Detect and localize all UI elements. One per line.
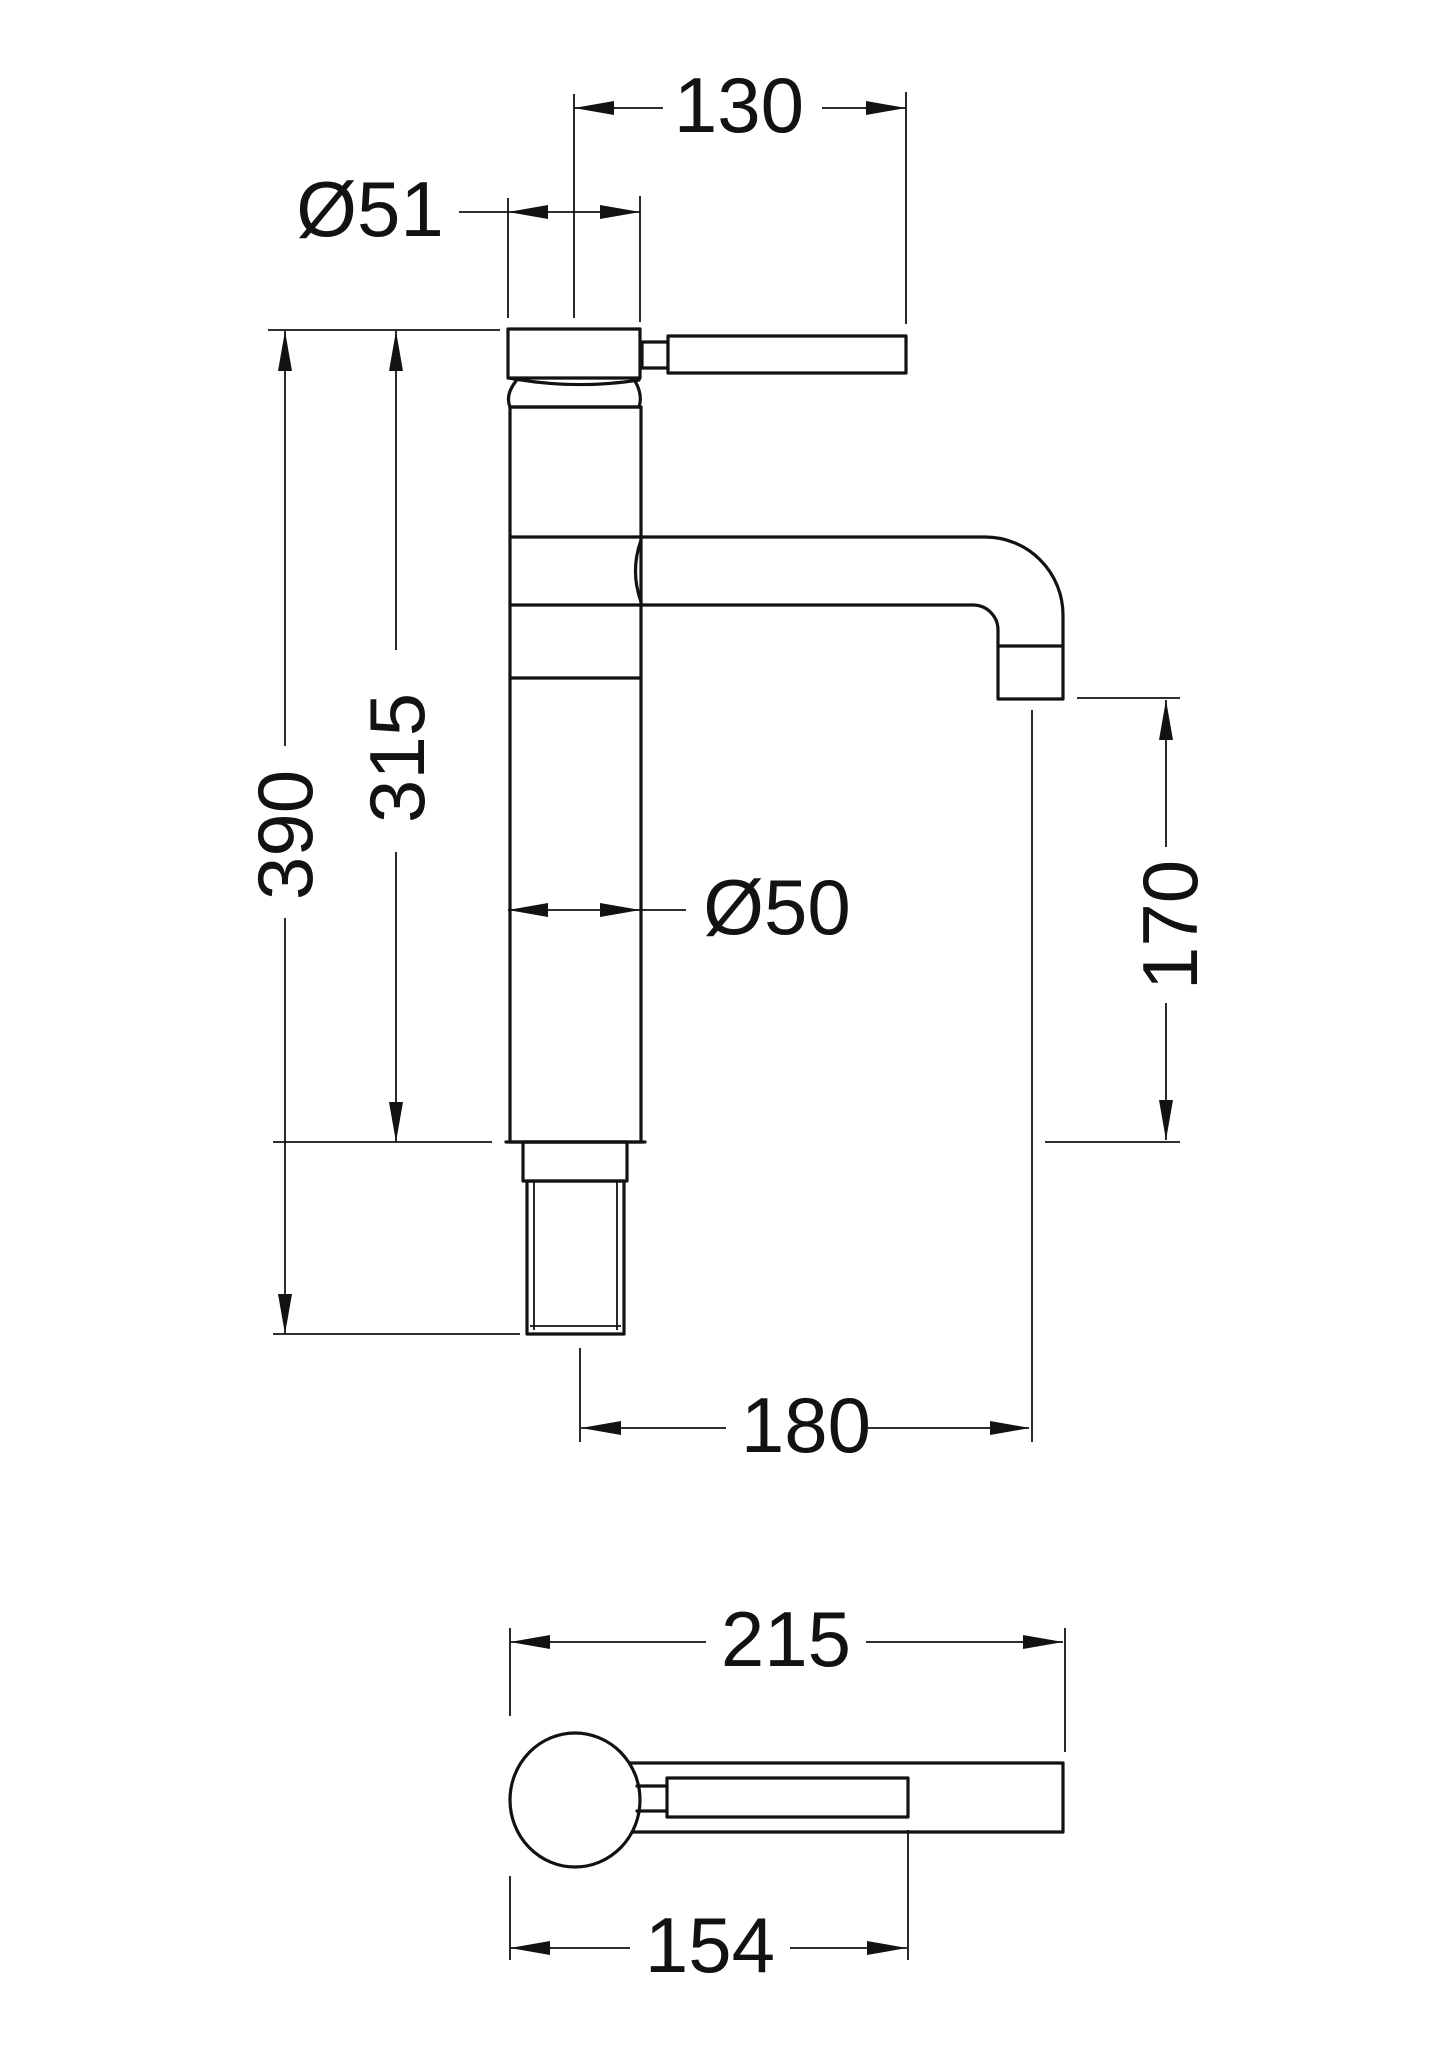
arrowhead-left-icon	[510, 1941, 550, 1955]
plan-view: 215 154	[508, 1595, 1066, 1989]
handle-lever	[666, 334, 908, 375]
arrowhead-right-icon	[866, 101, 906, 115]
dim-label-spout-reach: 180	[741, 1381, 871, 1469]
deck-base	[521, 1140, 629, 1183]
handle-cap	[506, 327, 642, 380]
spout-top-edge	[508, 535, 1065, 648]
plan-connector	[635, 1784, 669, 1813]
arrowhead-down-icon	[278, 1294, 292, 1334]
arrowhead-up-icon	[389, 331, 403, 371]
plan-lever-bar	[618, 1761, 1065, 1834]
dimension-handle-reach: 130	[573, 61, 907, 324]
arrowhead-up-icon	[278, 331, 292, 371]
arrowhead-left-icon	[581, 1421, 621, 1435]
dimension-lever-length: 154	[509, 1830, 909, 1989]
dimension-height-to-deck: 315	[273, 331, 492, 1143]
plan-knob	[508, 1731, 642, 1869]
neck-right	[633, 379, 642, 409]
dim-label-body-diameter: Ø50	[703, 863, 850, 951]
arrowhead-right-icon	[600, 205, 640, 219]
arrowhead-right-icon	[867, 1941, 907, 1955]
handle-connector	[640, 340, 670, 370]
spout-body-junction	[633, 538, 643, 604]
arrowhead-left-icon	[508, 205, 548, 219]
arrowhead-down-icon	[389, 1102, 403, 1142]
front-view: 130 Ø51 390 315	[241, 61, 1214, 1469]
arrowhead-left-icon	[508, 903, 548, 917]
dimension-spout-clearance: 170	[1045, 697, 1214, 1143]
arrowhead-left-icon	[510, 1635, 550, 1649]
dimension-overall-height: 390	[241, 329, 520, 1335]
spout-bottom-edge	[508, 603, 1000, 648]
dimension-overall-length: 215	[509, 1595, 1066, 1752]
neck-left	[506, 379, 518, 409]
cap-dome-line	[507, 376, 641, 387]
dim-label-overall-length: 215	[721, 1595, 851, 1683]
faucet-outline	[504, 327, 1065, 1336]
dim-label-handle-reach: 130	[674, 61, 804, 149]
arrowhead-right-icon	[600, 903, 640, 917]
arrowhead-left-icon	[574, 101, 614, 115]
dim-label-cap-diameter: Ø51	[296, 165, 443, 253]
dimension-cap-diameter: Ø51	[296, 165, 641, 322]
dim-label-spout-clearance: 170	[1126, 860, 1214, 990]
arrowhead-right-icon	[1023, 1635, 1063, 1649]
dim-label-overall-height: 390	[241, 770, 329, 900]
dim-label-lever-length: 154	[645, 1901, 775, 1989]
arrowhead-up-icon	[1159, 700, 1173, 740]
dim-label-height-to-deck: 315	[353, 693, 441, 823]
arrowhead-right-icon	[990, 1421, 1030, 1435]
dimension-spout-reach: 180	[579, 710, 1033, 1469]
tailpiece	[525, 1179, 626, 1336]
plan-lever-inner	[665, 1776, 910, 1819]
dimension-body-diameter: Ø50	[508, 863, 851, 951]
handle-plan-outline	[508, 1731, 1065, 1869]
spout-aerator	[996, 644, 1065, 701]
tailpiece-thread-lines	[530, 1181, 621, 1330]
arrowhead-down-icon	[1159, 1100, 1173, 1140]
body-column	[508, 405, 643, 1144]
